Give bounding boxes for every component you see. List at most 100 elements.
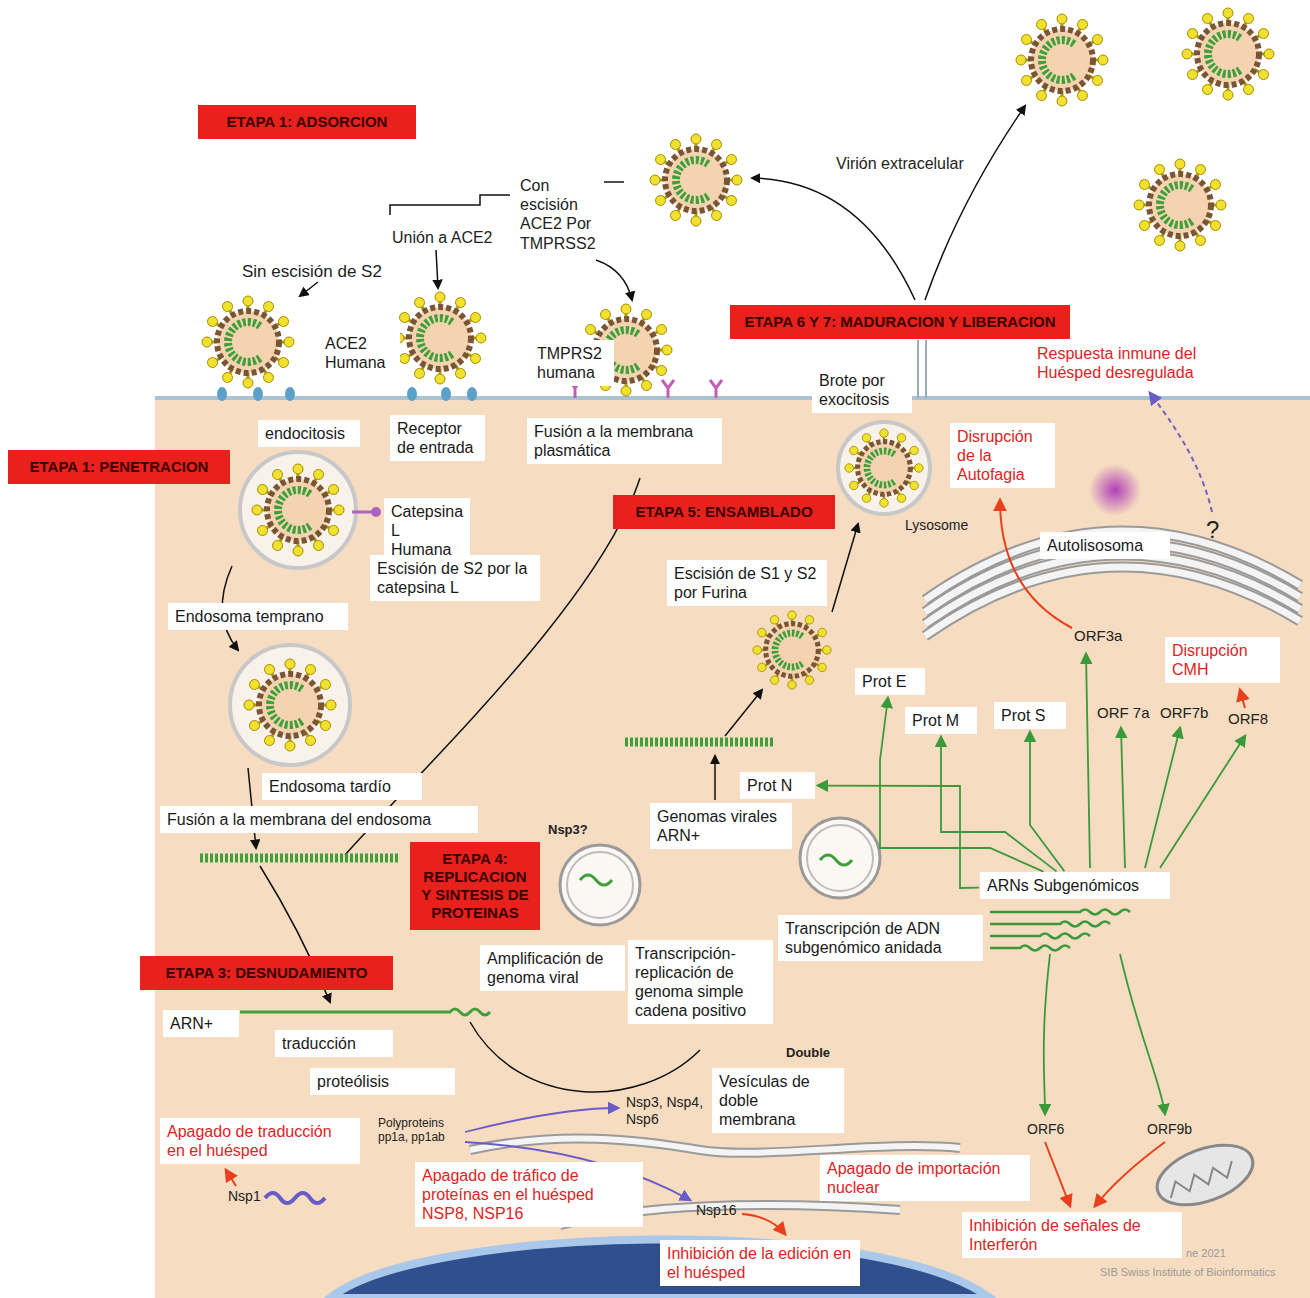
arrow	[714, 756, 716, 800]
nucleus	[330, 1239, 990, 1298]
box-text: Inhibición de la edición en el huésped	[667, 1244, 853, 1282]
box-text: ETAPA 5: ENSAMBLADO	[621, 503, 827, 521]
effect-box: Inhibición de la edición en el huésped	[660, 1240, 860, 1286]
cathepsin	[352, 511, 372, 514]
label-box: TMPRS2 humana	[530, 340, 614, 386]
box-text: Escisión de S2 por la catepsina L	[377, 559, 533, 597]
box-text: Transcripción de ADN subgenómico anidada	[785, 919, 976, 957]
golgi	[925, 531, 1300, 636]
box-text: Prot S	[1001, 706, 1059, 725]
label-box: Transcripción de ADN subgenómico anidada	[778, 915, 983, 961]
box-text: proteólisis	[317, 1072, 448, 1091]
label-box: endocitosis	[258, 420, 360, 447]
early-endosome	[240, 452, 356, 568]
box-text: Escisión de S1 y S2 por Furina	[674, 564, 820, 602]
box-text: Fusión a la membrana plasmática	[534, 422, 715, 460]
box-text: Autolisosoma	[1047, 536, 1163, 555]
box-text: Transcripción-replicación de genoma simp…	[635, 944, 766, 1020]
label-text: Virión extracelular	[836, 154, 964, 173]
arrow	[725, 690, 762, 736]
arrow	[925, 106, 1025, 300]
label-box: Vesículas de doble membrana	[712, 1068, 844, 1133]
box-text: ARN+	[170, 1014, 232, 1033]
label-text: ne 2021	[1186, 1247, 1226, 1260]
label-box: Transcripción-replicación de genoma simp…	[628, 940, 773, 1024]
label-box: Escisión de S1 y S2 por Furina	[667, 560, 827, 606]
effect-box: Apagado de traducción en el huésped	[160, 1118, 360, 1164]
label-text: Nsp16	[696, 1202, 736, 1219]
nucleocapsid	[625, 738, 775, 747]
box-text: Disrupción CMH	[1172, 641, 1273, 679]
stage-band: ETAPA 4: REPLICACION Y SINTESIS DE PROTE…	[410, 842, 540, 930]
genome-rna	[240, 1009, 490, 1015]
label-box: Receptor de entrada	[390, 415, 485, 461]
box-text: Apagado de tráfico de proteínas en el hu…	[422, 1166, 636, 1223]
stage-band: ETAPA 6 Y 7: MADURACION Y LIBERACION	[730, 305, 1070, 339]
virion	[244, 659, 336, 751]
box-text: Fusión a la membrana del endosoma	[167, 810, 471, 829]
label-box: ACE2 Humana	[318, 330, 400, 376]
arrow	[465, 1108, 618, 1132]
polyprotein	[265, 1193, 325, 1203]
label-box: Catepsina L Humana	[384, 498, 470, 563]
autolysosome	[1089, 464, 1141, 516]
label-text: Nsp1	[228, 1188, 261, 1205]
arrow	[596, 260, 632, 300]
box-text: Apagado de traducción en el huésped	[167, 1122, 353, 1160]
box-text: Prot E	[862, 672, 918, 691]
box-text: Receptor de entrada	[397, 419, 478, 457]
golgi-outline	[925, 531, 1300, 636]
stage-band: ETAPA 3: DESNUDAMIENTO	[140, 956, 393, 990]
label-box: traducción	[275, 1030, 393, 1057]
label-text: Nsp3, Nsp4, Nsp6	[626, 1094, 710, 1128]
virion	[845, 429, 923, 507]
label-box: Fusión a la membrana del endosoma	[160, 806, 478, 833]
label-box: Prot E	[855, 668, 925, 695]
subgenomic-rnas	[990, 910, 1130, 951]
arrow	[470, 1022, 700, 1092]
box-text: ETAPA 3: DESNUDAMIENTO	[148, 964, 385, 982]
label-box: Endosoma tardío	[262, 773, 422, 800]
effect-box: Disrupción CMH	[1165, 637, 1280, 683]
label-text: ORF3a	[1074, 627, 1122, 645]
bracket	[604, 181, 624, 183]
box-text: Catepsina L Humana	[391, 502, 463, 559]
effect-box: Apagado de importación nuclear	[820, 1155, 1030, 1201]
label-text: ORF7b	[1160, 704, 1208, 722]
box-text: Endosoma tardío	[269, 777, 415, 796]
label-text: Sin escisión de S2	[242, 262, 382, 282]
box-text: ETAPA 4: REPLICACION Y SINTESIS DE PROTE…	[418, 850, 532, 922]
released-genome	[200, 854, 400, 863]
label-box: Fusión a la membrana plasmática	[527, 418, 722, 464]
cathepsin	[371, 507, 381, 517]
label-text: ORF8	[1228, 710, 1268, 728]
connector	[1030, 732, 1064, 871]
label-text: Con escisión ACE2 Por TMPRSS2	[520, 176, 600, 253]
label-text: SIB Swiss Institute of Bioinformatics	[1100, 1266, 1275, 1279]
label-box: Brote por exocitosis	[812, 367, 912, 413]
virion	[1016, 14, 1108, 106]
box-text: traducción	[282, 1034, 386, 1053]
exocytic-vesicle	[838, 422, 930, 514]
arrow	[832, 524, 858, 612]
label-text: Nsp3?	[548, 822, 588, 838]
box-text: Prot N	[747, 776, 808, 795]
virion	[1182, 8, 1274, 100]
label-box: Autolisosoma	[1040, 532, 1170, 559]
box-text: ACE2 Humana	[325, 334, 393, 372]
label-text: ?	[1206, 516, 1219, 545]
box-text: Apagado de importación nuclear	[827, 1159, 1023, 1197]
exocytosis-line	[917, 340, 919, 398]
effect-box: Disrupción de la Autofagia	[950, 423, 1055, 488]
effect-box: Inhibición de señales de Interferón	[962, 1212, 1182, 1258]
box-text: Vesículas de doble membrana	[719, 1072, 837, 1129]
label-text: ORF 7a	[1097, 704, 1150, 722]
box-text: TMPRS2 humana	[537, 344, 607, 382]
box-text: Respuesta inmune del Huésped desregulada	[1037, 344, 1238, 382]
stage-band: ETAPA 1: ADSORCION	[198, 105, 416, 139]
cell-cytoplasm	[155, 398, 1310, 1298]
box-text: Endosoma temprano	[175, 607, 341, 626]
connector	[818, 786, 979, 888]
stage-band: ETAPA 1: PENETRACION	[8, 450, 230, 484]
